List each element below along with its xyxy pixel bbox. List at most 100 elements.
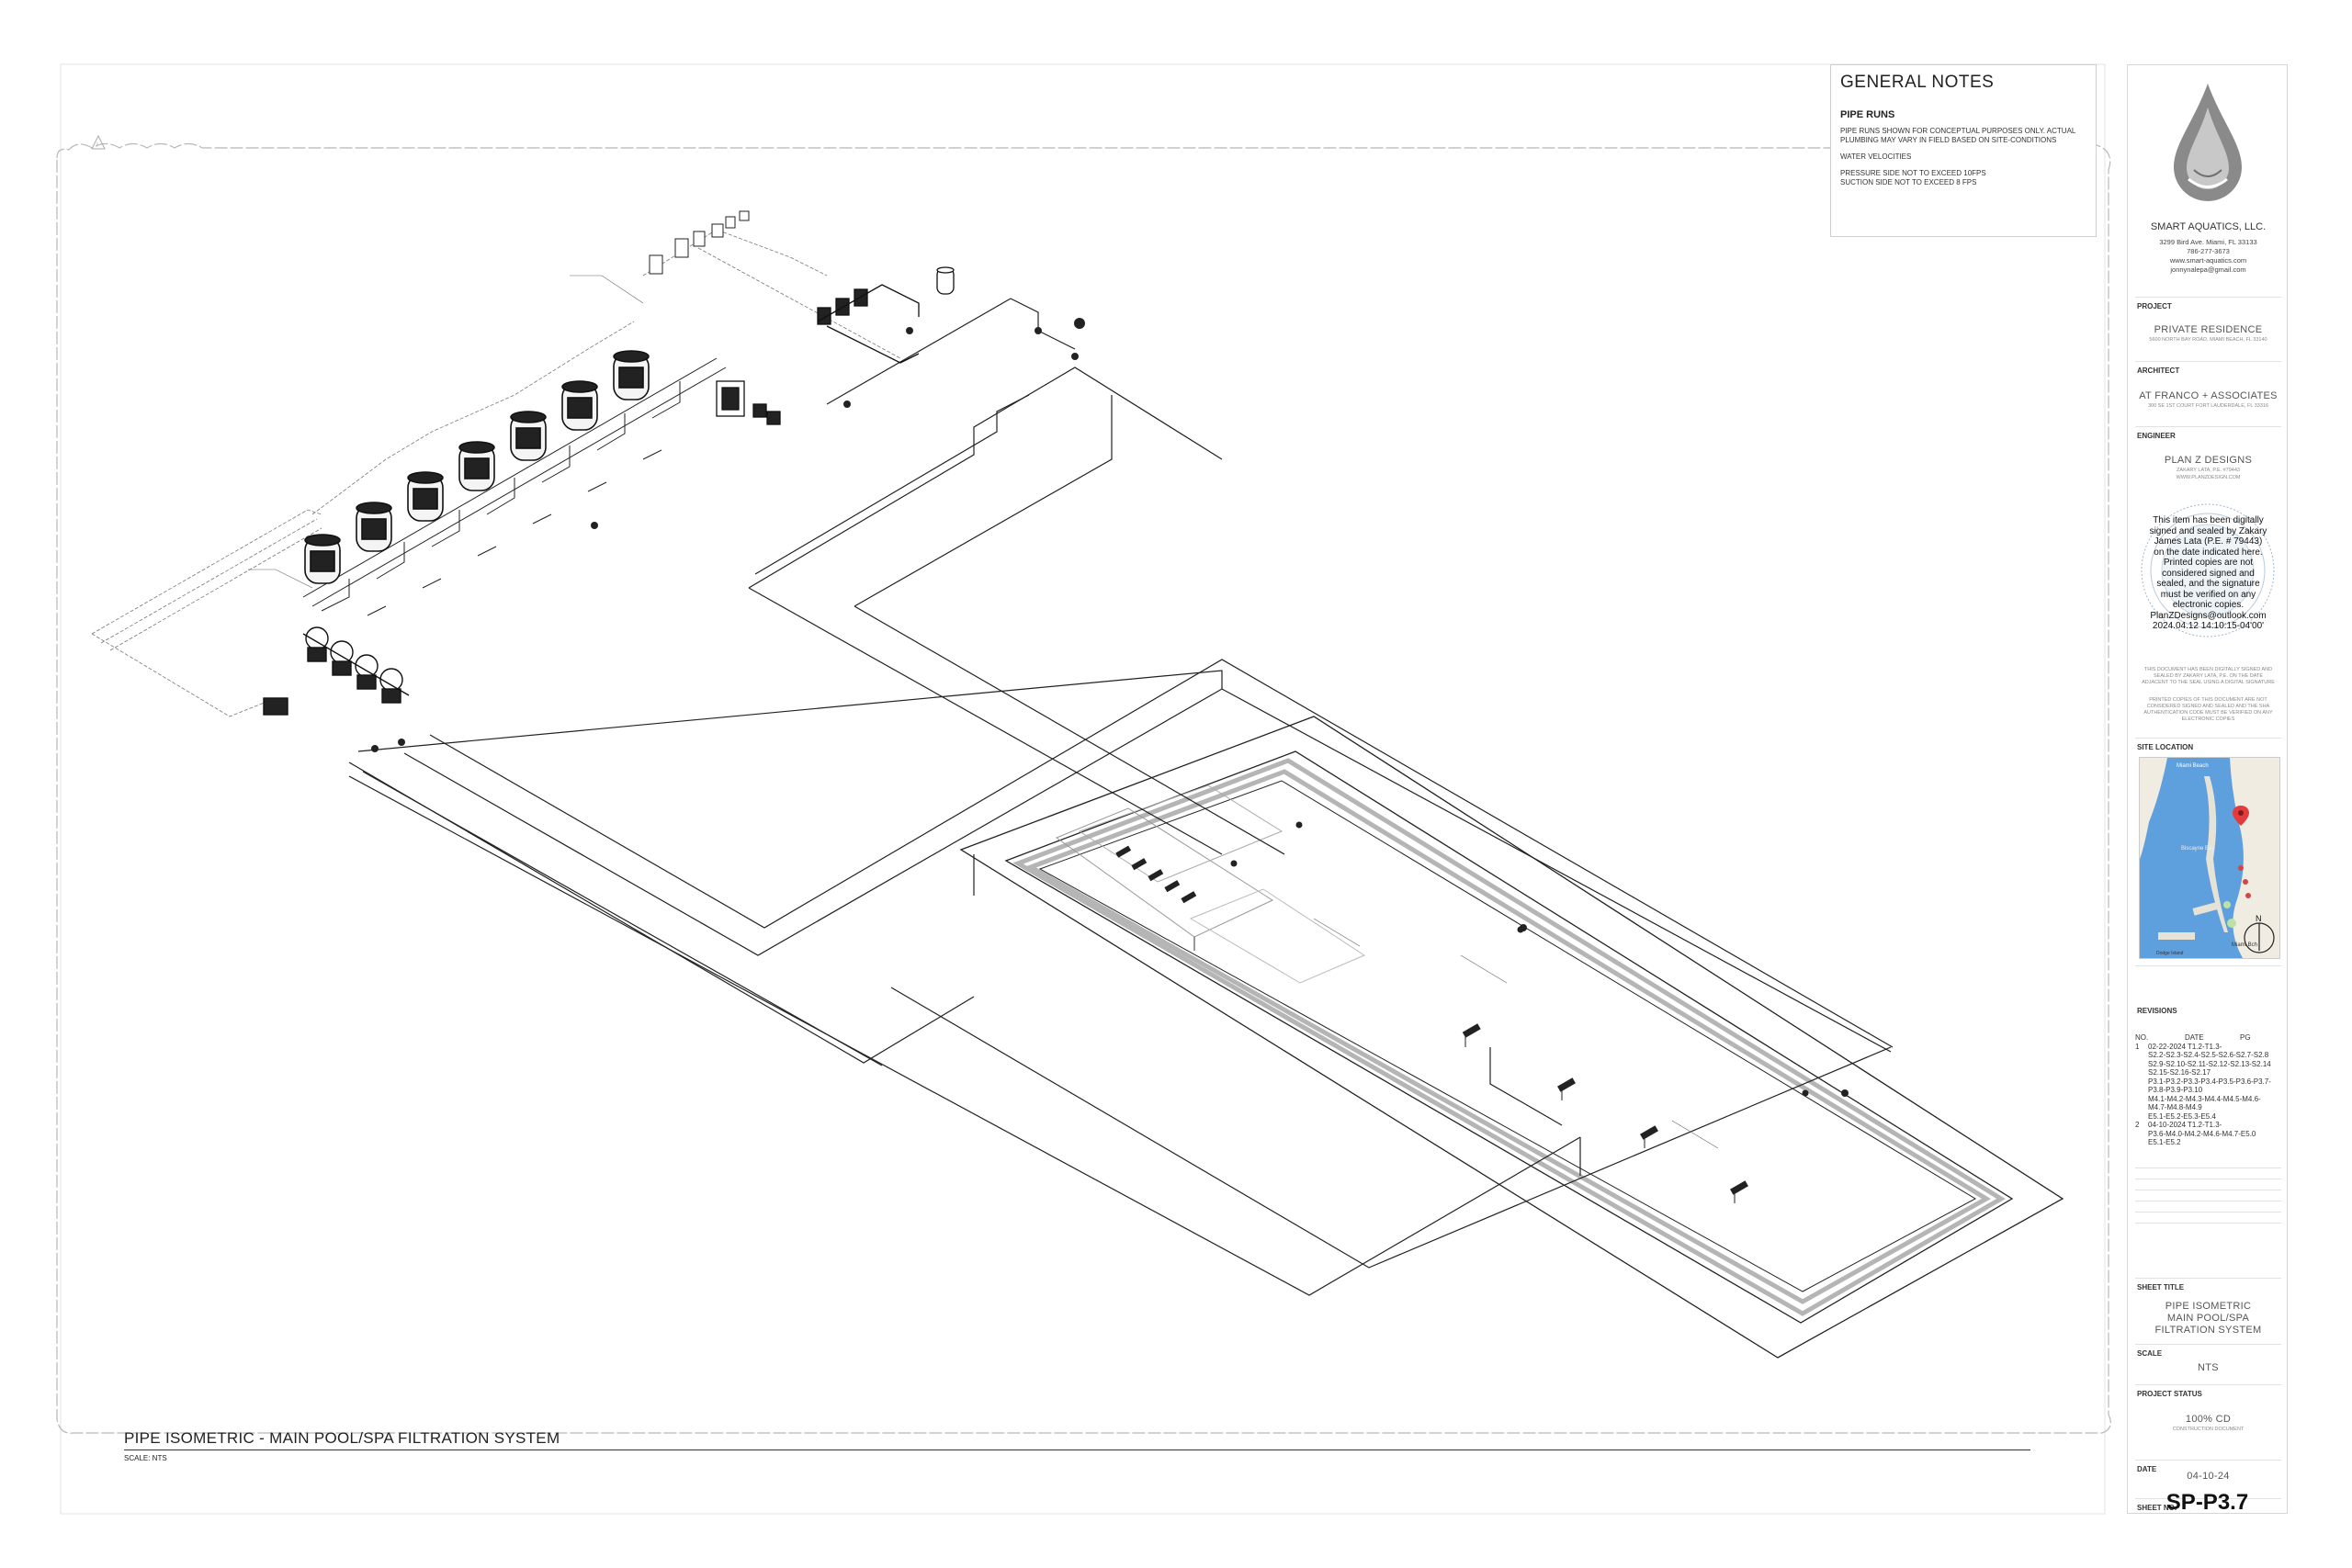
revision-cloud: [56, 142, 2111, 1434]
drawing-title: PIPE ISOMETRIC - MAIN POOL/SPA FILTRATIO…: [124, 1429, 560, 1447]
digital-signature-stamp: This item has been digitally signed and …: [2149, 515, 2267, 631]
warning-triangle-icon: !: [91, 134, 106, 150]
water-drop-logo-icon: [2174, 84, 2242, 201]
svg-text:Dodge Island: Dodge Island: [2156, 951, 2184, 956]
wall-fitting: [1640, 1125, 1658, 1148]
engineer-website: WWW.PLANZDESIGN.COM: [2176, 475, 2241, 480]
company-phone: 786-277-3673: [2187, 247, 2230, 255]
architect-name: AT FRANCO + ASSOCIATES: [2139, 390, 2278, 401]
chlorinator-tank: [936, 266, 955, 295]
control-panels: [649, 210, 750, 275]
filter-tank: [613, 350, 650, 400]
project-status-sub: CONSTRUCTION DOCUMENT: [2172, 1427, 2245, 1432]
pipe-run: [826, 298, 1012, 405]
revisions-header: NO. DATE PG: [2135, 1033, 2251, 1042]
revisions-label: REVISIONS: [2137, 1007, 2177, 1015]
filter-manifold: [302, 357, 727, 616]
engineer-seal-icon: [2141, 503, 2275, 637]
filter-tank: [304, 534, 341, 584]
pipe-run: [854, 605, 1285, 855]
pump: [379, 668, 403, 704]
revision-row: 1 02-22-2024 T1.2-T1.3- S2.2-S2.3-S2.4-S…: [2135, 1042, 2271, 1121]
filter-tank: [356, 502, 392, 552]
svg-text:Miami Beach: Miami Beach: [2177, 763, 2209, 769]
pipe-runs-heading: PIPE RUNS: [1840, 109, 1895, 120]
pipe-run: [348, 775, 1581, 1296]
pool-outer-boundary: [959, 716, 2064, 1359]
disclaimer-digital-signature: THIS DOCUMENT HAS BEEN DIGITALLY SIGNED …: [2142, 667, 2275, 685]
date-value: 04-10-24: [2187, 1471, 2230, 1482]
pipe-runs-note: PLUMBING MAY VARY IN FIELD BASED ON SITE…: [1840, 136, 2057, 144]
pipe-run: [748, 587, 1223, 855]
pipe-run: [854, 395, 1113, 607]
svg-text:N: N: [2256, 914, 2262, 923]
pipe-run: [348, 761, 975, 1064]
pipe-runs-note: PIPE RUNS SHOWN FOR CONCEPTUAL PURPOSES …: [1840, 127, 2076, 135]
revision-row: 2 04-10-2024 T1.2-T1.3- P3.6-M4.0-M4.2-M…: [2135, 1121, 2256, 1146]
svg-text:Miami Bch: Miami Bch: [2232, 942, 2257, 948]
filter-tank: [407, 471, 444, 522]
heater: [716, 380, 745, 417]
wall-fitting: [1730, 1180, 1748, 1203]
spa-jet: [1164, 880, 1181, 893]
pool-fittings: [1115, 821, 1809, 1203]
general-notes-title: GENERAL NOTES: [1840, 73, 1995, 92]
pump: [330, 640, 354, 676]
map-pin-icon: [2233, 806, 2249, 826]
svg-text:!: !: [96, 142, 98, 149]
company-email: jonnynalepa@gmail.com: [2170, 265, 2246, 274]
north-arrow-icon: N: [2244, 914, 2275, 953]
spa-area: [1055, 784, 1366, 984]
pool-deck-ring: [1004, 750, 2014, 1324]
disclaimer-printed-copies: PRINTED COPIES OF THIS DOCUMENT ARE NOT …: [2143, 697, 2273, 722]
engineer-name: PLAN Z DESIGNS: [2164, 455, 2253, 466]
scale-value: NTS: [2198, 1362, 2219, 1373]
engineer-label: ENGINEER: [2137, 432, 2176, 440]
sheet-title-line: PIPE ISOMETRIC: [2165, 1301, 2252, 1312]
pipe-run: [748, 367, 1223, 589]
sheet-title-line: MAIN POOL/SPA: [2166, 1313, 2250, 1324]
drawing-caption: PIPE ISOMETRIC - MAIN POOL/SPA FILTRATIO…: [124, 1429, 2035, 1462]
sheet-title-line: FILTRATION SYSTEM: [2154, 1325, 2262, 1336]
pipe-run: [429, 659, 1894, 1048]
filter-tank: [458, 441, 495, 491]
project-status-value: 100% CD: [2185, 1414, 2232, 1425]
sheet-border: [60, 63, 2106, 1515]
date-label: DATE: [2137, 1465, 2157, 1473]
heater-equipment: [716, 266, 955, 425]
project-name: PRIVATE RESIDENCE: [2154, 324, 2263, 335]
pipe-run: [1489, 1047, 1563, 1126]
pipe-run: [403, 688, 1892, 1053]
heat-pump: [263, 697, 288, 716]
project-status-label: PROJECT STATUS: [2137, 1390, 2202, 1398]
pump-cluster: [263, 626, 410, 716]
pipe-run: [890, 987, 1892, 1269]
title-block: SMART AQUATICS, LLC. 3299 Bird Ave. Miam…: [2127, 64, 2288, 1514]
project-address: 5600 NORTH BAY ROAD, MIAMI BEACH, FL 331…: [2149, 337, 2267, 343]
company-address: 3299 Bird Ave. Miami, FL 33133: [2159, 238, 2257, 246]
pool-outline: [959, 716, 2064, 1359]
velocities-note: PRESSURE SIDE NOT TO EXCEED 10FPS: [1840, 169, 1986, 177]
pipe-run: [357, 670, 1223, 752]
sheet-number: SP-P3.7: [2165, 1490, 2249, 1515]
site-location-label: SITE LOCATION: [2137, 743, 2194, 751]
sheet-no-label: SHEET NO.: [2137, 1504, 2177, 1512]
pump: [355, 654, 379, 690]
filter-tank: [510, 411, 547, 461]
pipe-run: [754, 394, 1030, 575]
spa-jet: [1131, 858, 1148, 871]
filter-tanks: [304, 350, 650, 584]
project-label: PROJECT: [2137, 302, 2172, 310]
drawing-scale: SCALE: NTS: [124, 1454, 167, 1462]
engineer-license: ZAKARY LATA, P.E. #79443: [2177, 468, 2240, 473]
scale-label: SCALE: [2137, 1349, 2163, 1358]
revisions-table: NO. DATE PG 1 02-22-2024 T1.2-T1.3- S2.2…: [2135, 1033, 2282, 1147]
filter-tank: [561, 380, 598, 431]
pipe-run: [362, 771, 883, 1066]
architect-address: 300 SE 1ST COURT FORT LAUDERDALE, FL 333…: [2147, 403, 2269, 409]
pipe-run: [1037, 330, 1076, 350]
pipe-runs: [348, 298, 1894, 1296]
callouts: [248, 275, 1719, 1149]
general-notes-panel: GENERAL NOTES PIPE RUNS PIPE RUNS SHOWN …: [1830, 64, 2097, 237]
